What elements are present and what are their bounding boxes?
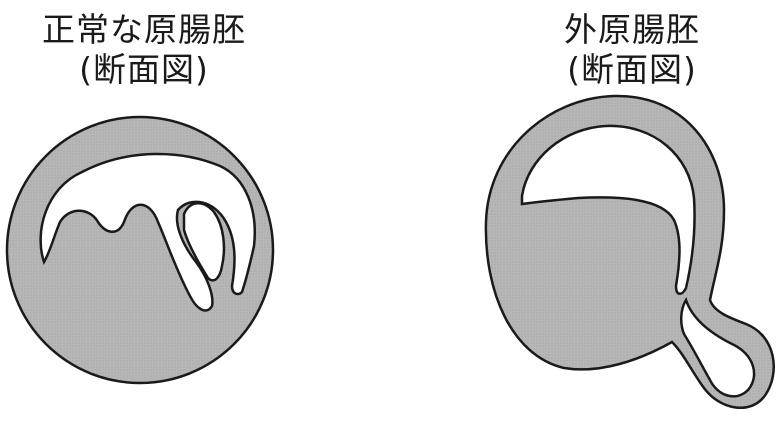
- exogastrula-subtitle: (断面図): [567, 50, 697, 89]
- normal-gastrula-heading: 正常な原腸胚 (断面図): [20, 10, 268, 90]
- exogastrula-heading: 外原腸胚 (断面図): [542, 10, 722, 90]
- exogastrula-blastocoel-cavity: [520, 124, 696, 295]
- normal-gastrula-subtitle: (断面図): [79, 50, 209, 89]
- exogastrula-diagram: [484, 94, 775, 409]
- normal-blastocoel-cavity: [39, 152, 256, 312]
- normal-gastrula-title: 正常な原腸胚: [42, 10, 246, 49]
- normal-archenteron: [182, 202, 226, 282]
- normal-gastrula-panel: 正常な原腸胚 (断面図): [5, 10, 275, 385]
- exogastrula-panel: 外原腸胚 (断面図): [392, 0, 784, 428]
- normal-gastrula-diagram: [5, 115, 275, 385]
- exogastrula-everted-gut: [680, 297, 756, 398]
- exogastrula-title: 外原腸胚: [564, 10, 700, 49]
